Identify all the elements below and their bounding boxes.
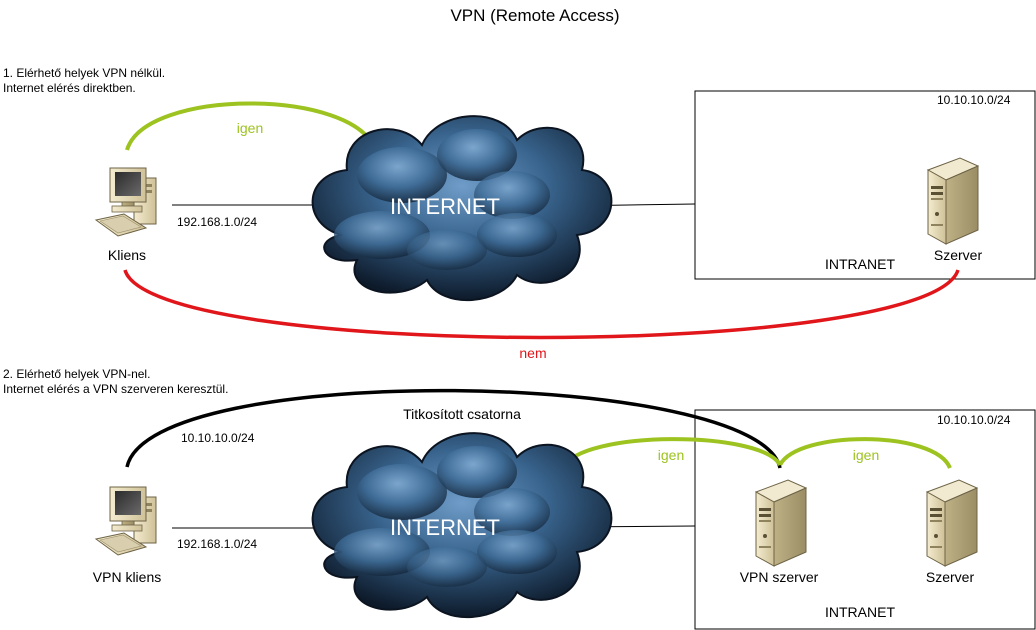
section1-intranet-label: INTRANET	[825, 256, 895, 272]
section1-intranet-box	[694, 90, 1036, 280]
section1-server-label: Szerver	[934, 247, 983, 263]
section2-intranet-subnet: 10.10.10.0/24	[937, 413, 1011, 427]
section1-cloud-label: INTERNET	[390, 194, 500, 219]
section1-client-label: Kliens	[108, 247, 146, 263]
section1-reach-yes-label: igen	[237, 120, 263, 136]
section2-caption-line1: 2. Elérhető helyek VPN-nel.	[3, 367, 150, 381]
section1-caption-line1: 1. Elérhető helyek VPN nélkül.	[3, 66, 165, 80]
section2-caption-line2: Internet elérés a VPN szerveren keresztü…	[3, 382, 228, 396]
section1-desktop-computer-icon	[95, 167, 157, 237]
section1-client-subnet: 192.168.1.0/24	[177, 215, 257, 229]
section2-vpn-tower-server-icon	[755, 479, 807, 567]
section1-reach-no-arc	[123, 269, 960, 340]
section2-intranet-label: INTRANET	[825, 604, 895, 620]
section2-vpn-server-label: VPN szerver	[740, 569, 819, 585]
section2-desktop-computer-icon	[95, 486, 157, 556]
section2-client-subnet: 192.168.1.0/24	[177, 537, 257, 551]
section2-reach-yes-right-arc	[778, 437, 952, 469]
section2-reach-yes-left-label: igen	[658, 447, 684, 463]
section-with-vpn: 2. Elérhető helyek VPN-nel. Internet elé…	[3, 367, 1036, 630]
section1-caption-line2: Internet elérés direktben.	[3, 81, 136, 95]
section1-reach-yes-arc	[125, 101, 377, 151]
section1-reach-no-label: nem	[519, 345, 546, 361]
section2-tunnel-subnet: 10.10.10.0/24	[181, 431, 255, 445]
section2-tower-server-icon	[926, 479, 978, 567]
section2-client-label: VPN kliens	[93, 569, 161, 585]
diagram-title: VPN (Remote Access)	[450, 6, 619, 25]
section2-server-label: Szerver	[926, 569, 975, 585]
section1-tower-server-icon	[927, 157, 979, 245]
section2-tunnel-label: Titkosított csatorna	[403, 406, 521, 422]
section2-reach-yes-right-label: igen	[853, 447, 879, 463]
section-without-vpn: 1. Elérhető helyek VPN nélkül. Internet …	[3, 66, 1036, 361]
section2-cloud-label: INTERNET	[390, 515, 500, 540]
section1-intranet-subnet: 10.10.10.0/24	[937, 93, 1011, 107]
section2-intranet-box	[694, 409, 1036, 630]
section2-reach-yes-left-arc	[561, 437, 782, 470]
section2-encrypted-tunnel-arc	[125, 388, 782, 469]
